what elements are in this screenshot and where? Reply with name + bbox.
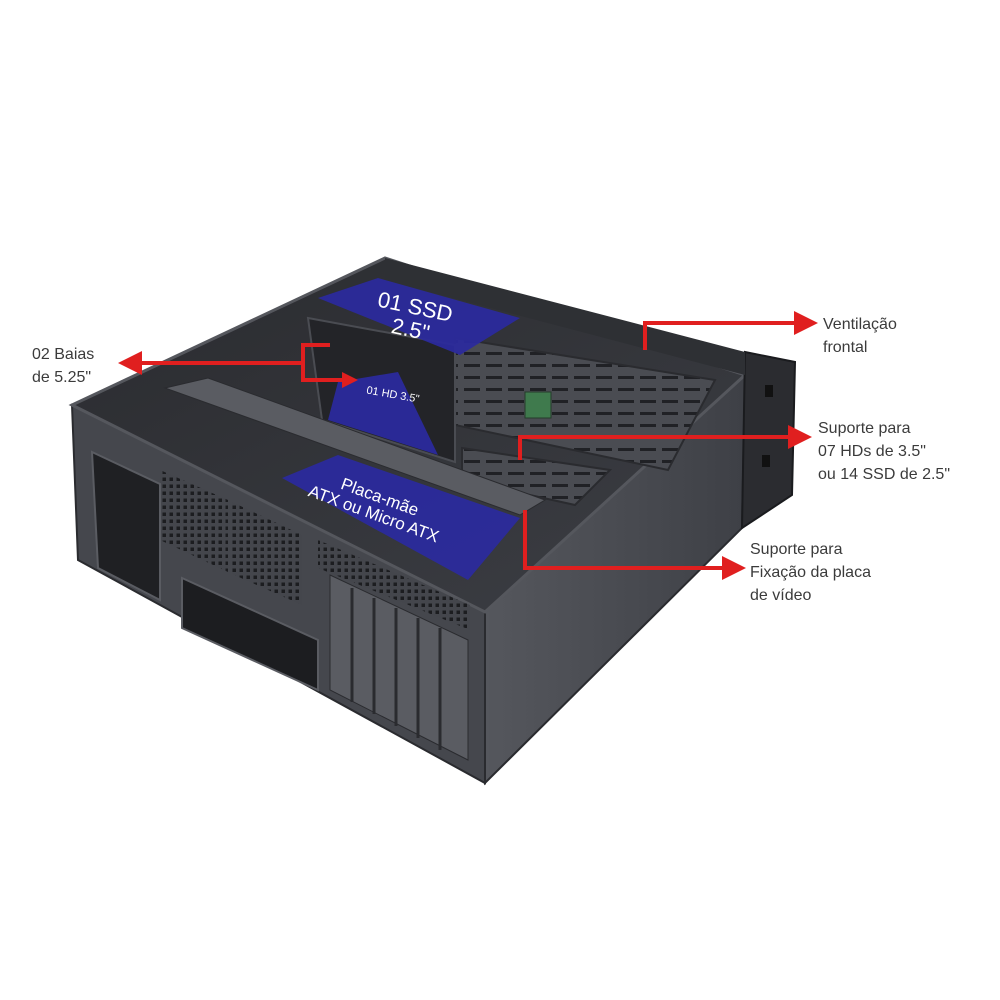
rear-vent-mid [232,502,302,605]
callout-arrows [140,321,795,570]
io-shield-opening [181,576,319,692]
callout-gpu-support-line: Fixação da placa [750,564,871,581]
ssd-overlay [318,278,520,355]
rear-vent-right [318,540,470,630]
callout-gpu-support-line: Suporte para [750,541,843,558]
hd-cage-lower [461,446,613,507]
callout-hd-support-line: 07 HDs de 3.5" [818,443,926,460]
expansion-slots [329,574,469,761]
callout-hd-support-line: Suporte para [818,420,911,437]
callout-front-vent-line: Ventilação [823,316,897,333]
callout-bays: 02 Baias de 5.25" [32,343,94,389]
callout-bays-line: 02 Baias [32,346,95,363]
callout-bays-line: de 5.25" [32,369,92,386]
rack-ear-hole [762,455,770,467]
front-wall [385,258,745,375]
hd-overlay [328,372,438,455]
divider-bar [163,377,547,516]
rack-ear-hole [765,385,773,397]
callout-gpu-support: Suporte para Fixação da placa de vídeo [750,538,871,607]
motherboard-overlay [282,455,520,580]
callout-gpu-support-line: de vídeo [750,587,812,604]
callout-hd-support: Suporte para 07 HDs de 3.5" ou 14 SSD de… [818,417,950,486]
callout-front-vent-line: frontal [823,339,868,356]
callout-front-vent: Ventilação frontal [823,313,897,359]
backplane-board [524,391,552,419]
callout-arrowheads [118,311,818,580]
callout-hd-support-line: ou 14 SSD de 2.5" [818,466,950,483]
rear-vent-left [160,470,228,572]
psu-opening [90,450,161,602]
rack-ear [740,350,797,530]
